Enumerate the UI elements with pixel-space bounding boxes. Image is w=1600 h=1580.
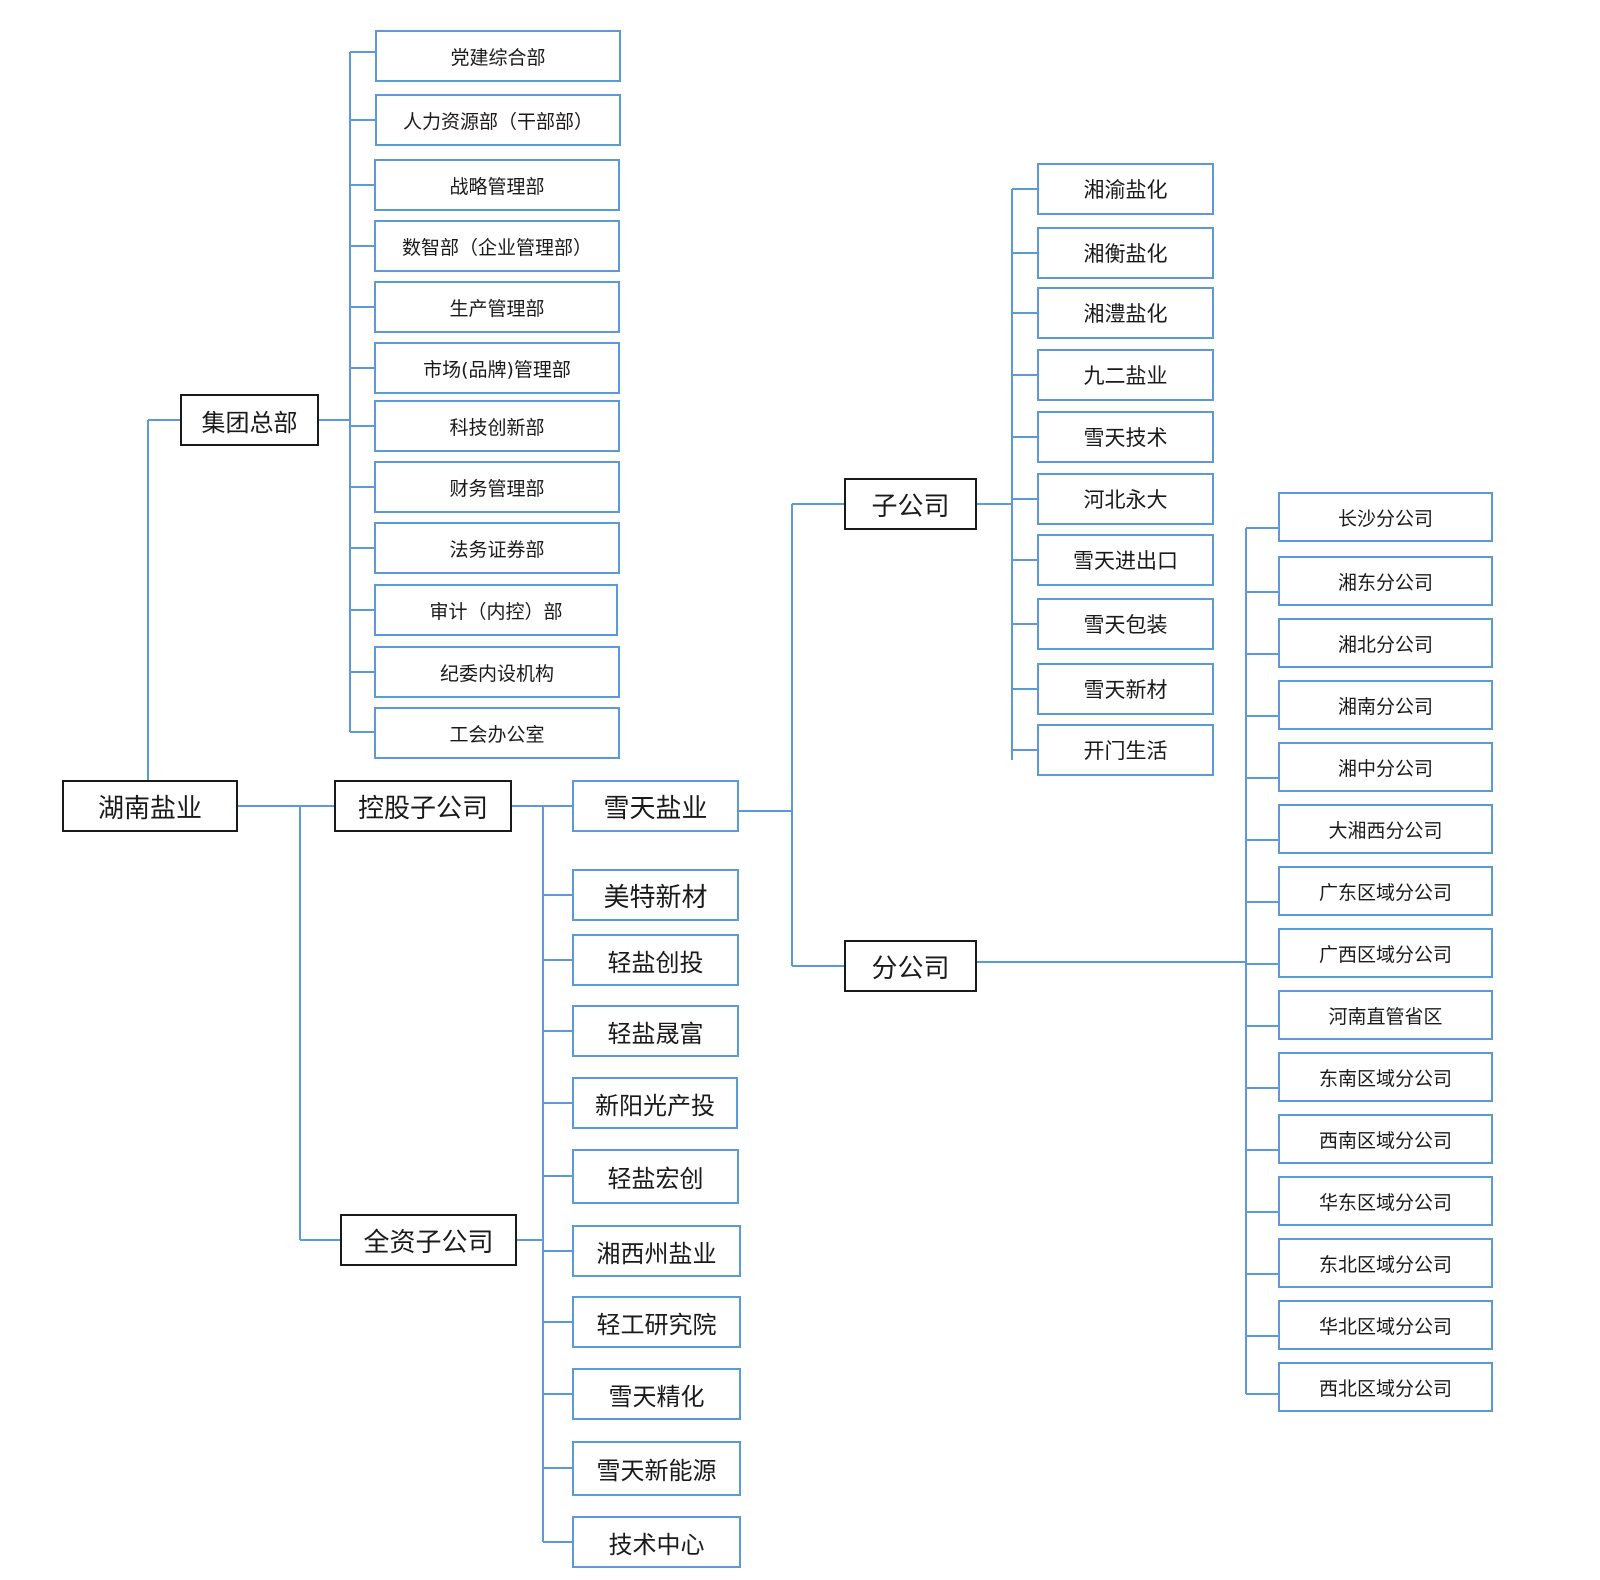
holding-company-1: 雪天盐业 [572, 780, 739, 832]
subsidiary-company-4: 九二盐业 [1037, 349, 1214, 401]
dept-8: 财务管理部 [374, 461, 620, 513]
wholly-company-3: 轻盐晟富 [572, 1005, 739, 1057]
branch-company-14: 华北区域分公司 [1278, 1300, 1493, 1350]
holding-node: 控股子公司 [334, 780, 512, 832]
branch-company-12: 华东区域分公司 [1278, 1176, 1493, 1226]
wholly-company-7: 轻工研究院 [572, 1296, 741, 1348]
dept-7: 科技创新部 [374, 400, 620, 452]
branch-node: 分公司 [844, 940, 977, 992]
branch-company-1: 长沙分公司 [1278, 492, 1493, 542]
branch-company-8: 广西区域分公司 [1278, 928, 1493, 978]
subsidiary-company-5: 雪天技术 [1037, 411, 1214, 463]
dept-9: 法务证券部 [374, 522, 620, 574]
subsidiary-node: 子公司 [844, 478, 977, 530]
wholly-company-4: 新阳光产投 [572, 1077, 738, 1129]
wholly-company-8: 雪天精化 [572, 1368, 741, 1420]
dept-1: 党建综合部 [375, 30, 621, 82]
wholly-company-5: 轻盐宏创 [572, 1149, 739, 1204]
hq-node: 集团总部 [180, 394, 319, 446]
subsidiary-company-10: 开门生活 [1037, 724, 1214, 776]
dept-2: 人力资源部（干部部） [375, 94, 621, 146]
subsidiary-company-1: 湘渝盐化 [1037, 163, 1214, 215]
branch-company-5: 湘中分公司 [1278, 742, 1493, 792]
branch-company-3: 湘北分公司 [1278, 618, 1493, 668]
wholly-company-6: 湘西州盐业 [572, 1225, 741, 1277]
dept-5: 生产管理部 [374, 281, 620, 333]
dept-6: 市场(品牌)管理部 [374, 342, 620, 394]
branch-company-10: 东南区域分公司 [1278, 1052, 1493, 1102]
branch-company-11: 西南区域分公司 [1278, 1114, 1493, 1164]
subsidiary-company-3: 湘澧盐化 [1037, 287, 1214, 339]
branch-company-9: 河南直管省区 [1278, 990, 1493, 1040]
wholly-owned-node: 全资子公司 [340, 1214, 517, 1266]
branch-company-4: 湘南分公司 [1278, 680, 1493, 730]
branch-company-7: 广东区域分公司 [1278, 866, 1493, 916]
wholly-company-1: 美特新材 [572, 869, 739, 921]
branch-company-15: 西北区域分公司 [1278, 1362, 1493, 1412]
dept-3: 战略管理部 [374, 159, 620, 211]
branch-company-6: 大湘西分公司 [1278, 804, 1493, 854]
dept-11: 纪委内设机构 [374, 646, 620, 698]
dept-12: 工会办公室 [374, 707, 620, 759]
branch-company-13: 东北区域分公司 [1278, 1238, 1493, 1288]
dept-10: 审计（内控）部 [374, 584, 618, 636]
subsidiary-company-8: 雪天包装 [1037, 598, 1214, 650]
subsidiary-company-2: 湘衡盐化 [1037, 227, 1214, 279]
dept-4: 数智部（企业管理部） [374, 220, 620, 272]
subsidiary-company-9: 雪天新材 [1037, 663, 1214, 715]
root-node: 湖南盐业 [62, 780, 238, 832]
wholly-company-10: 技术中心 [572, 1516, 741, 1568]
subsidiary-company-6: 河北永大 [1037, 473, 1214, 525]
subsidiary-company-7: 雪天进出口 [1037, 534, 1214, 586]
branch-company-2: 湘东分公司 [1278, 556, 1493, 606]
wholly-company-9: 雪天新能源 [572, 1441, 741, 1496]
wholly-company-2: 轻盐创投 [572, 934, 739, 986]
